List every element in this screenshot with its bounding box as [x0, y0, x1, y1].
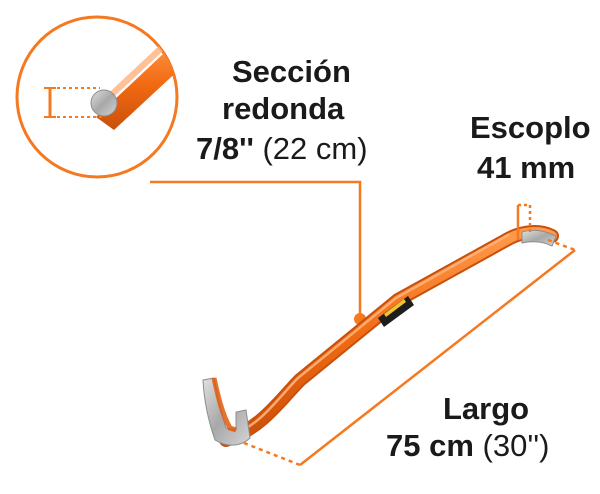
crowbar [202, 225, 559, 447]
shaft-label-sleeve [378, 296, 414, 327]
rod-end-icon [90, 89, 118, 117]
section-label-line1: Sección [232, 54, 351, 89]
section-label-line2: redonda [222, 91, 345, 126]
length-size: 75 cm (30'') [386, 430, 550, 461]
chisel-width-indicator [516, 203, 532, 240]
length-label-line1: Largo [443, 391, 530, 426]
section-size: 7/8'' (22 cm) [196, 133, 368, 164]
cross-section-magnifier [15, 15, 179, 179]
chisel-label-line1: Escoplo [470, 110, 591, 145]
length-dimension-line [243, 238, 576, 467]
callout-leader-line [150, 180, 362, 318]
claw-end [202, 377, 251, 446]
chisel-label-line2: 41 mm [477, 150, 576, 185]
section-size-cm: (22 cm) [262, 131, 368, 166]
length-size-cm: 75 cm [386, 428, 474, 463]
section-size-inches: 7/8'' [196, 131, 254, 166]
chisel-tip [521, 229, 557, 247]
length-size-inches: (30'') [482, 428, 550, 463]
